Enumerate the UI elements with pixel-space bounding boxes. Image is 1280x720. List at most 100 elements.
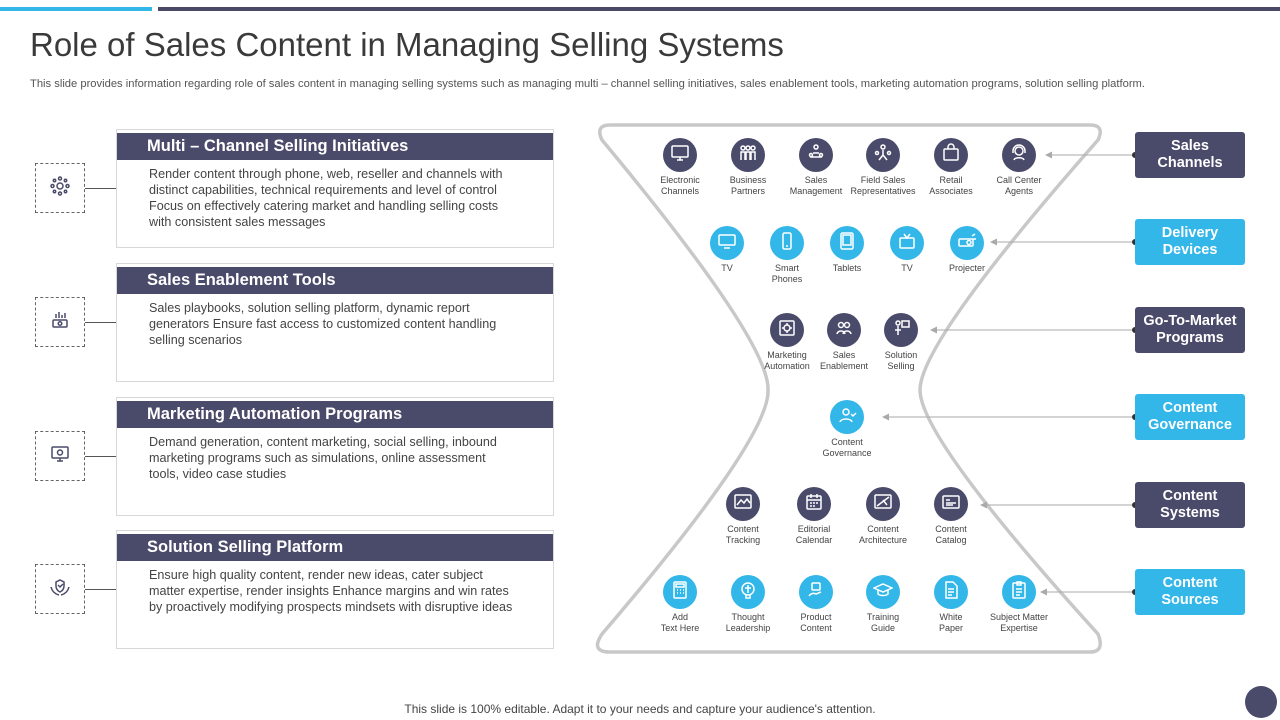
monitor-icon (670, 143, 690, 168)
graduation-cap-icon (872, 580, 894, 605)
corner-circle (1245, 686, 1277, 718)
hourglass-outline (595, 123, 1102, 654)
diagram-node-label: Smart Phones (771, 263, 803, 284)
diagram-node (827, 313, 861, 347)
diagram-node-label: Solution Selling (884, 350, 918, 371)
category-tag: Content Governance (1135, 394, 1245, 440)
calculator-icon (670, 580, 690, 605)
diagram-node-label: White Paper (938, 612, 964, 633)
calendar-icon (804, 492, 824, 517)
diagram-node-label: Tablets (832, 263, 862, 273)
diagram-node (663, 138, 697, 172)
diagram-node (726, 487, 760, 521)
diagram-node-label: TV (721, 263, 733, 273)
diagram-node-label: Call Center Agents (996, 175, 1042, 196)
category-tag: Delivery Devices (1135, 219, 1245, 265)
diagram-node (934, 487, 968, 521)
category-tag: Sales Channels (1135, 132, 1245, 178)
diagram-node-label: Projecter (948, 263, 985, 273)
automation-icon (777, 318, 797, 343)
clipboard-icon (1009, 580, 1029, 605)
card-body: Demand generation, content marketing, so… (149, 435, 497, 481)
diagram-node-label: Content Governance (822, 437, 872, 458)
tag-arrow (1045, 151, 1135, 159)
card-connector (85, 322, 116, 323)
card-icon-box (35, 431, 85, 481)
partners-icon (738, 143, 758, 168)
diagram-node-label: Electronic Channels (660, 175, 700, 196)
diagram-node-label: Sales Enablement (819, 350, 869, 371)
diagram-node (731, 138, 765, 172)
card-connector (85, 456, 116, 457)
diagram-node-label: Sales Management (789, 175, 843, 196)
diagram-node (934, 575, 968, 609)
top-accent-bar (0, 7, 152, 11)
field-reps-icon (873, 143, 893, 168)
brain-icon (738, 580, 758, 605)
card-heading: Solution Selling Platform (117, 534, 553, 561)
diagram-node (1002, 138, 1036, 172)
card-icon-box (35, 297, 85, 347)
smartphone-icon (777, 231, 797, 256)
tag-arrow (882, 413, 1135, 421)
card-body: Ensure high quality content, render new … (149, 568, 513, 614)
diagram-node (799, 138, 833, 172)
diagram-node-label: Subject Matter Expertise (989, 612, 1049, 633)
tv-icon (717, 231, 737, 256)
category-tag: Go-To-Market Programs (1135, 307, 1245, 353)
diagram-node (797, 487, 831, 521)
diagram-node (830, 400, 864, 434)
tag-arrow (990, 238, 1135, 246)
diagram-node-label: Thought Leadership (725, 612, 771, 633)
diagram-node-label: Retail Associates (929, 175, 973, 196)
card-heading: Marketing Automation Programs (117, 401, 553, 428)
headset-icon (1009, 143, 1029, 168)
diagram-node (950, 226, 984, 260)
info-card: Multi – Channel Selling Initiatives Rend… (116, 129, 554, 248)
card-body: Render content through phone, web, resel… (149, 167, 503, 229)
diagram-node-label: Business Partners (729, 175, 767, 196)
tag-arrow (980, 501, 1135, 509)
info-card: Marketing Automation Programs Demand gen… (116, 397, 554, 516)
diagram-node-label: Marketing Automation (764, 350, 810, 371)
card-connector (85, 188, 116, 189)
hand-box-icon (806, 580, 826, 605)
diagram-node (799, 575, 833, 609)
tablet-icon (837, 231, 857, 256)
card-connector (85, 589, 116, 590)
card-heading: Sales Enablement Tools (117, 267, 553, 294)
card-body: Sales playbooks, solution selling platfo… (149, 301, 497, 347)
catalog-icon (941, 492, 961, 517)
diagram-node (1002, 575, 1036, 609)
architecture-icon (873, 492, 893, 517)
tag-arrow (1040, 588, 1135, 596)
card-icon-box (35, 564, 85, 614)
network-people-icon (50, 175, 70, 201)
card-heading: Multi – Channel Selling Initiatives (117, 133, 553, 160)
page-title: Role of Sales Content in Managing Sellin… (30, 26, 784, 63)
diagram-node (710, 226, 744, 260)
diagram-node (770, 226, 804, 260)
diagram-node (663, 575, 697, 609)
diagram-node-label: Content Catalog (935, 524, 967, 545)
tv-antenna-icon (897, 231, 917, 256)
retail-icon (941, 142, 961, 168)
footer-note: This slide is 100% editable. Adapt it to… (404, 702, 876, 716)
projector-icon (957, 231, 977, 256)
diagram-node (884, 313, 918, 347)
top-main-bar (158, 7, 1280, 11)
tag-arrow (930, 326, 1135, 334)
diagram-node-label: Content Tracking (725, 524, 761, 545)
presenter-icon (891, 318, 911, 343)
card-icon-box (35, 163, 85, 213)
diagram-node (866, 138, 900, 172)
category-tag: Content Systems (1135, 482, 1245, 528)
category-tag: Content Sources (1135, 569, 1245, 615)
document-icon (941, 580, 961, 605)
diagram-node (866, 575, 900, 609)
diagram-node (890, 226, 924, 260)
monitor-gear-icon (50, 444, 70, 469)
management-icon (806, 143, 826, 168)
diagram-node (934, 138, 968, 172)
diagram-node (731, 575, 765, 609)
